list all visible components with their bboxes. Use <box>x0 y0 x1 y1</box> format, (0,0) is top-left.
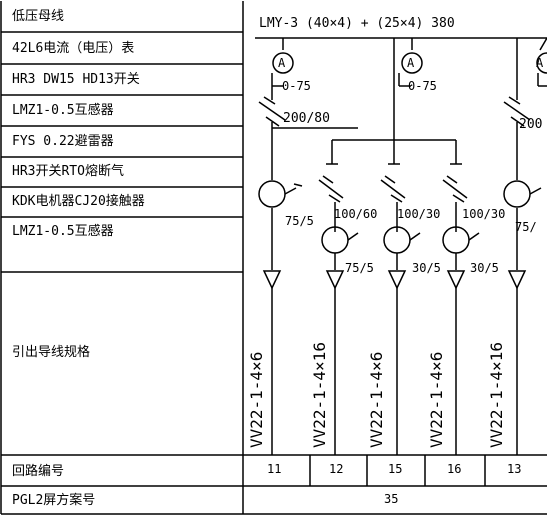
ct-ratio-b1: 100/60 <box>334 207 378 221</box>
circuit-number-3: 15 <box>388 462 403 476</box>
ct-ratio-main: 75/5 <box>285 214 314 228</box>
circuit-number-2: 12 <box>329 462 344 476</box>
cable-spec-1: VV22-1-4×6 <box>247 351 266 448</box>
row-separators <box>1 31 547 515</box>
ammeter-symbols <box>272 52 547 74</box>
cable-spec-5: VV22-1-4×16 <box>487 342 506 448</box>
feeder-1-switch <box>258 96 286 127</box>
label-arrester: FYS 0.22避雷器 <box>12 134 114 149</box>
switch-rating-partial: 200 <box>519 117 543 132</box>
feeder-5-ct <box>503 180 542 208</box>
branch-bus <box>272 38 462 165</box>
meter-range-1: 0-75 <box>282 79 311 93</box>
feeder-5-switch <box>503 96 531 127</box>
ct-ratio-main-partial: 75/ <box>515 220 537 234</box>
ammeter-letter-3: A <box>536 56 544 70</box>
ammeter-letter-2: A <box>407 56 415 70</box>
feeder-5-terminal <box>507 270 527 290</box>
label-panel-no: PGL2屏方案号 <box>12 493 96 508</box>
label-ct2: LMZ1-0.5互感器 <box>12 224 114 239</box>
switch-rating: 200/80 <box>283 111 330 126</box>
ct-ratio-b3: 100/30 <box>462 207 506 221</box>
label-ct1: LMZ1-0.5互感器 <box>12 103 114 118</box>
label-fuse: HR3开关RTO熔断气 <box>12 164 124 179</box>
feeder-1-ct <box>258 180 303 208</box>
panel-number: 35 <box>384 492 399 506</box>
branch-cts <box>321 202 480 270</box>
label-meter: 42L6电流（电压）表 <box>12 41 135 56</box>
cable-spec-4: VV22-1-4×6 <box>427 351 446 448</box>
label-outgoing: 引出导线规格 <box>12 345 91 360</box>
circuit-number-5: 13 <box>507 462 522 476</box>
label-contactor: KDK电机器CJ20接触器 <box>12 194 145 209</box>
meter-range-2: 0-75 <box>408 79 437 93</box>
label-circuit-no: 回路编号 <box>12 464 65 479</box>
meter-taps <box>282 37 547 51</box>
label-switch: HR3 DW15 HD13开关 <box>12 72 140 87</box>
ct-ratio-b2-out: 30/5 <box>412 261 441 275</box>
branch-cables <box>334 288 457 455</box>
busbar-spec: LMY-3 (40×4) + (25×4) 380 <box>259 16 455 31</box>
branch-switches <box>318 175 468 203</box>
ammeter-letter-1: A <box>278 56 286 70</box>
ct-ratio-b3-out: 30/5 <box>470 261 499 275</box>
circuit-number-4: 16 <box>447 462 462 476</box>
cable-spec-3: VV22-1-4×6 <box>367 351 386 448</box>
circuit-number-1: 11 <box>267 462 282 476</box>
meter-leads <box>271 73 547 87</box>
feeder-1-terminal <box>262 270 282 290</box>
ct-ratio-b2: 100/30 <box>397 207 441 221</box>
cable-spec-2: VV22-1-4×16 <box>310 342 329 448</box>
label-bus: 低压母线 <box>12 9 65 24</box>
circuit-cell-dividers <box>309 455 486 486</box>
ct-ratio-b1-out: 75/5 <box>345 261 374 275</box>
branch-terminals <box>325 270 466 290</box>
